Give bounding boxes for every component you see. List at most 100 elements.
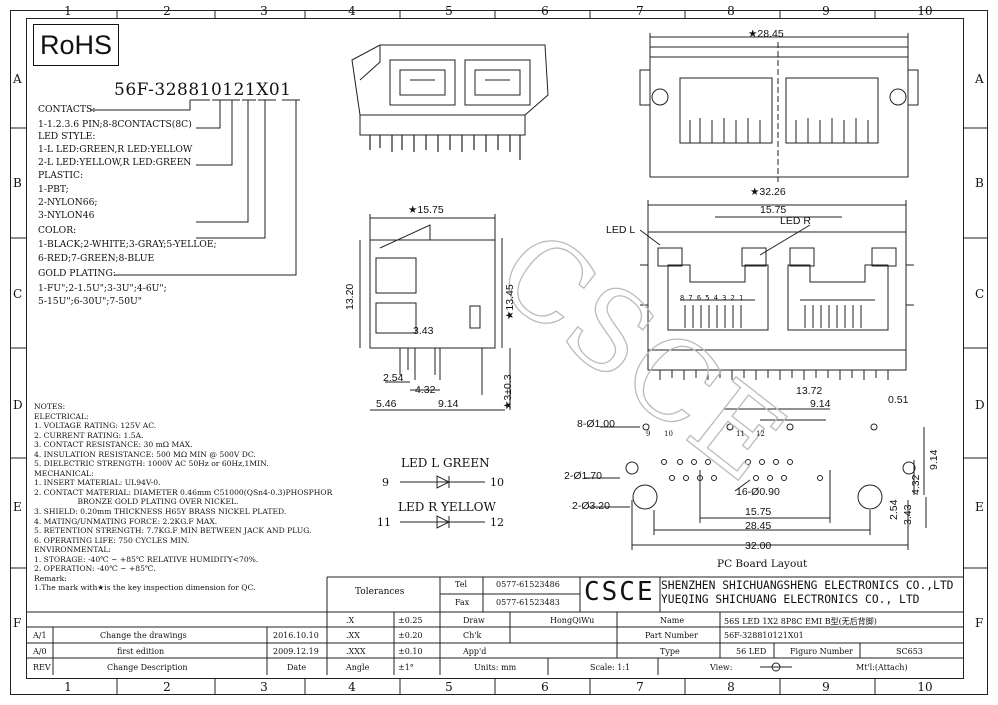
pcb-hole-090: 16-Ø0.90 (736, 486, 780, 498)
spec-plastic-2: 2-NYLON66; (38, 197, 98, 208)
tb-tolerances: Tolerances (355, 587, 405, 597)
dim-front-inner: 15.75 (760, 204, 787, 216)
spec-plastic-1: 1-PBT; (38, 184, 69, 195)
tb-fig-label: Figuro Number (790, 647, 853, 656)
pcb-pin-11: 11 (736, 430, 745, 438)
spec-gold-heading: GOLD PLATING: (38, 268, 116, 279)
tb-date-header: Date (287, 663, 307, 672)
rohs-logo: RoHS (33, 24, 119, 66)
spec-led-1: 1-L LED:GREEN,R LED:YELLOW (38, 144, 193, 155)
pcb-hole-320: 2-Ø3.20 (572, 500, 610, 512)
tb-rev-header: REV (33, 663, 51, 672)
spec-gold-1: 1-FU";2-1.5U";3-3U";4-6U"; (38, 283, 167, 294)
tb-tel-value: 0577-61523486 (496, 580, 560, 589)
tb-units: Units: mm (474, 663, 517, 672)
row-label: C (975, 287, 985, 301)
col-label: 3 (260, 4, 268, 18)
tb-check: Ch'k (463, 631, 482, 640)
col-label: 4 (348, 4, 356, 18)
pcb-dim-1575: 15.75 (745, 506, 772, 518)
tb-material: Mt'l:(Attach) (856, 663, 908, 672)
spec-gold-2: 5-15U";6-30U";7-50U" (38, 296, 143, 307)
tb-fig-value: SC653 (896, 647, 923, 656)
pcb-pin-12: 12 (756, 430, 765, 438)
tb-type-label: Type (660, 647, 680, 656)
legend-led-yellow: LED R YELLOW (398, 500, 496, 514)
dim-3: ★3±0.3 (502, 374, 514, 410)
spec-color-heading: COLOR: (38, 225, 77, 236)
row-label: B (975, 176, 984, 190)
col-label: 10 (917, 680, 933, 694)
dim-914: 9.14 (438, 398, 459, 410)
dim-top-width: ★28.45 (748, 28, 784, 40)
tb-angle: Angle (346, 663, 370, 672)
tb-name-value: 56S LED 1X2 8P8C EMI B型(无后背脚) (724, 617, 877, 626)
tb-scale: Scale: 1:1 (590, 663, 631, 672)
tb-x2: .XX (346, 631, 360, 640)
col-label: 9 (822, 4, 830, 18)
tb-tel-label: Tel (455, 580, 468, 589)
tb-rev0: A/0 (33, 647, 47, 656)
tb-x3: .XXX (346, 647, 366, 656)
tb-name-label: Name (660, 616, 685, 625)
tb-pn-label: Part Number (645, 631, 698, 640)
pcb-pin-9: 9 (646, 430, 651, 438)
tb-ta: ±1° (398, 663, 414, 672)
dim-side-height: 13.20 (344, 283, 356, 310)
tb-rev0-desc: first edition (117, 647, 165, 656)
tb-t3: ±0.10 (398, 647, 423, 656)
col-label: 5 (445, 4, 453, 18)
dim-side-height-2: ★13.45 (504, 284, 516, 320)
tb-fax-label: Fax (455, 598, 470, 607)
dim-343: 3.43 (413, 325, 434, 337)
col-label: 3 (260, 680, 268, 694)
dim-432: 4.32 (415, 384, 436, 396)
tb-rev1-desc: Change the drawings (100, 631, 187, 640)
col-label: 7 (636, 4, 644, 18)
tb-draw-value: HongQiWu (550, 616, 595, 625)
col-label: 1 (64, 4, 72, 18)
pcb-dim-914: 9.14 (810, 398, 831, 410)
notes-block: NOTES: ELECTRICAL: 1. VOLTAGE RATING: 12… (34, 402, 333, 593)
tb-rev0-date: 2009.12.19 (273, 647, 319, 656)
spec-color-2: 6-RED;7-GREEN;8-BLUE (38, 253, 155, 264)
tb-x1: .X (346, 616, 355, 625)
tb-t2: ±0.20 (398, 631, 423, 640)
legend-pin-10: 10 (490, 476, 504, 489)
row-label: A (975, 72, 984, 86)
label-led-r: LED R (780, 215, 811, 227)
pcb-hole-100: 8-Ø1.00 (577, 418, 615, 430)
pcb-title: PC Board Layout (717, 558, 808, 570)
col-label: 10 (917, 4, 933, 18)
spec-plastic-3: 3-NYLON46 (38, 210, 95, 221)
pcb-dim-1372: 13.72 (796, 385, 823, 397)
row-label: B (13, 176, 22, 190)
spec-led-heading: LED STYLE: (38, 131, 96, 142)
tb-rev1: A/1 (33, 631, 47, 640)
row-label: E (13, 500, 22, 514)
col-label: 2 (163, 680, 171, 694)
pcb-dim-2845: 28.45 (745, 520, 772, 532)
tb-view: View: (710, 663, 733, 672)
legend-led-green: LED L GREEN (401, 456, 490, 470)
spec-contacts: 1-1.2.3.6 PIN;8-8CONTACTS(8C) (38, 119, 192, 130)
col-label: 6 (541, 4, 549, 18)
legend-pin-11: 11 (377, 516, 391, 529)
legend-pin-9: 9 (382, 476, 389, 489)
tb-company-2: YUEQING SHICHUANG ELECTRONICS CO., LTD (661, 593, 920, 606)
pin-numbers: 8 7 6 5 4 3 2 1 (680, 294, 744, 302)
col-label: 1 (64, 680, 72, 694)
drawing-border (10, 10, 988, 695)
tb-t1: ±0.25 (398, 616, 423, 625)
tb-logo: CSCE (584, 577, 655, 607)
pcb-dim-051: 0.51 (888, 394, 909, 406)
pcb-dim-343v: 3.43 (902, 504, 914, 525)
dim-side-width: ★15.75 (408, 204, 444, 216)
spec-color-1: 1-BLACK;2-WHITE;3-GRAY;5-YELLOE; (38, 239, 217, 250)
spec-led-2: 2-L LED:YELLOW,R LED:GREEN (38, 157, 192, 168)
pcb-hole-170: 2-Ø1.70 (564, 470, 602, 482)
col-label: 7 (636, 680, 644, 694)
pcb-dim-914v: 9.14 (928, 449, 940, 470)
row-label: E (975, 500, 984, 514)
